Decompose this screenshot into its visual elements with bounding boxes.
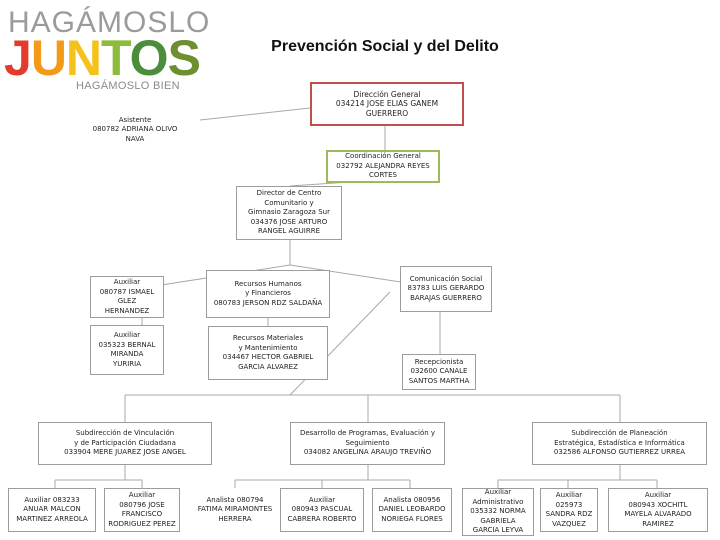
- node-auxiliar-ismael: Auxiliar 080787 ISMAEL GLEZ HERNANDEZ: [90, 276, 164, 318]
- node-recepcionista: Recepcionista 032600 CANALE SANTOS MARTH…: [402, 354, 476, 390]
- node-auxiliar-anuar: Auxiliar 083233 ANUAR MALCON MARTINEZ AR…: [8, 488, 96, 532]
- logo: HAGÁMOSLO JUNTOS HAGÁMOSLO BIEN: [0, 0, 209, 100]
- node-auxiliar-norma: Auxiliar Administrativo 035332 NORMA GAB…: [462, 488, 534, 536]
- node-auxiliar-jose-francisco: Auxiliar 080796 JOSE FRANCISCO RODRIGUEZ…: [104, 488, 180, 532]
- node-subdireccion-vinculacion: Subdirección de Vinculación y de Partici…: [38, 422, 212, 465]
- node-auxiliar-bernal: Auxiliar 035323 BERNAL MIRANDA YURIRIA: [90, 325, 164, 375]
- node-direccion-general: Dirección General 034214 JOSE ELIAS GANE…: [310, 82, 464, 126]
- logo-top-text: HAGÁMOSLO: [8, 6, 211, 39]
- node-analista-daniel: Analista 080956 DANIEL LEOBARDO NORIEGA …: [372, 488, 452, 532]
- node-recursos-humanos: Recursos Humanos y Financieros 080783 JE…: [206, 270, 330, 318]
- node-subdireccion-planeacion: Subdirección de Planeación Estratégica, …: [532, 422, 707, 465]
- node-director-centro: Director de Centro Comunitario y Gimnasi…: [236, 186, 342, 240]
- logo-main-text: JUNTOS: [4, 30, 201, 86]
- node-coordinacion-general: Coordinación General 032792 ALEJANDRA RE…: [326, 150, 440, 183]
- page-title: Prevención Social y del Delito: [271, 38, 499, 55]
- logo-bottom-text: HAGÁMOSLO BIEN: [76, 80, 180, 92]
- node-recursos-materiales: Recursos Materiales y Mantenimiento 0344…: [208, 326, 328, 380]
- node-auxiliar-pascual: Auxiliar 080943 PASCUAL CABRERA ROBERTO: [280, 488, 364, 532]
- node-analista-fatima: Analista 080794 FATIMA MIRAMONTES HERRER…: [197, 495, 273, 523]
- node-asistente: Asistente 080782 ADRIANA OLIVO NAVA: [92, 115, 178, 143]
- node-desarrollo-programas: Desarrollo de Programas, Evaluación y Se…: [290, 422, 445, 465]
- node-auxiliar-sandra: Auxiliar 025973 SANDRA RDZ VAZQUEZ: [540, 488, 598, 532]
- connector-line: [199, 107, 311, 121]
- node-auxiliar-xochitl: Auxiliar 080943 XOCHITL MAYELA ALVARADO …: [608, 488, 708, 532]
- node-comunicacion-social: Comunicación Social 83783 LUIS GERARDO B…: [400, 266, 492, 312]
